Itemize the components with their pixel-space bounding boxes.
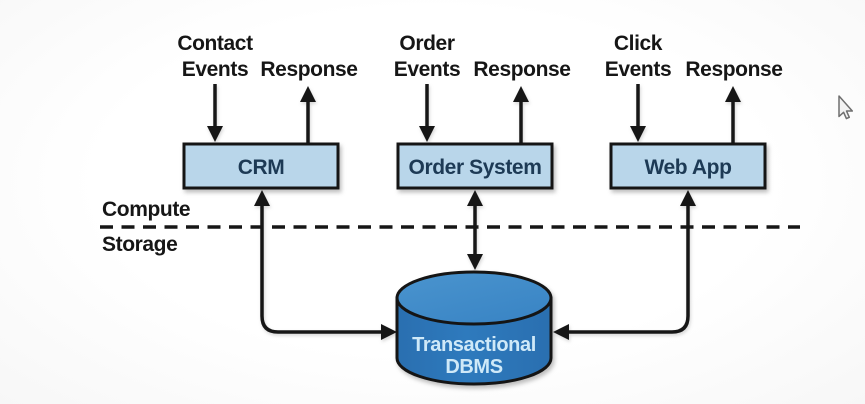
- order-system-box-label: Order System: [409, 156, 542, 179]
- contact-events-label-line2: Events: [182, 58, 248, 81]
- order-events-label-line2: Events: [394, 58, 460, 81]
- web-app-column: Click Events Response Web App: [605, 32, 783, 190]
- dbms-label-line2: DBMS: [445, 356, 502, 378]
- web-app-box: [609, 142, 767, 190]
- contact-events-label-line1: Contact: [177, 32, 253, 55]
- compute-label: Compute: [102, 198, 190, 221]
- web-app-box-label: Web App: [644, 156, 731, 179]
- dbms-label-line1: Transactional: [412, 334, 536, 356]
- webapp-response-label: Response: [685, 58, 782, 81]
- crm-response-label: Response: [260, 58, 357, 81]
- order-dbms-connector: [467, 190, 483, 270]
- crm-dbms-connector: [254, 190, 397, 340]
- mouse-pointer-icon: [838, 95, 854, 120]
- order-system-box: [396, 142, 554, 190]
- click-events-label-line2: Events: [605, 58, 671, 81]
- webapp-response-up-arrow-icon: [725, 86, 741, 144]
- order-system-column: Order Events Response Order System: [394, 32, 571, 190]
- crm-column: Contact Events Response CRM: [177, 32, 358, 190]
- webapp-dbms-connector: [553, 190, 696, 340]
- transactional-dbms-cylinder: Transactional DBMS: [395, 270, 553, 386]
- contact-events-down-arrow-icon: [207, 84, 223, 142]
- storage-label: Storage: [102, 233, 177, 256]
- click-events-down-arrow-icon: [630, 84, 646, 142]
- crm-response-up-arrow-icon: [300, 86, 316, 144]
- order-response-up-arrow-icon: [513, 86, 529, 144]
- order-events-down-arrow-icon: [419, 84, 435, 142]
- crm-box: [182, 142, 340, 190]
- crm-box-label: CRM: [238, 156, 285, 179]
- order-response-label: Response: [473, 58, 570, 81]
- cylinder-top: [395, 270, 553, 326]
- order-events-label-line1: Order: [399, 32, 454, 55]
- click-events-label-line1: Click: [614, 32, 663, 55]
